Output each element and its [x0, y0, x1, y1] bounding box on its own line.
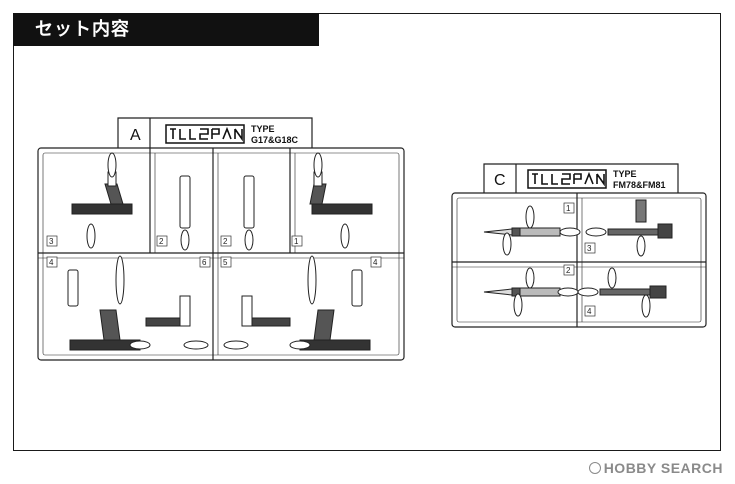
part-number-label: 3	[587, 244, 592, 253]
sprue-gate	[223, 340, 249, 350]
magazine-part	[243, 175, 255, 229]
sprue-gate	[636, 235, 646, 257]
part-number-label: 4	[49, 258, 54, 267]
sprue-gate	[107, 152, 117, 178]
hobby-search-logo-icon	[588, 462, 601, 474]
sprue-a-logo	[165, 124, 245, 144]
magazine-part	[67, 269, 79, 307]
sprue-a	[37, 117, 405, 361]
part-number-label: 1	[566, 204, 571, 213]
part-number-label: 4	[373, 258, 378, 267]
sprue-a-letter: A	[130, 127, 141, 144]
sprue-a-parts	[67, 152, 373, 351]
sprue-c-logo	[527, 169, 607, 189]
sprue-c-frame	[451, 192, 707, 328]
sprue-gate	[183, 340, 209, 350]
part-number-label: 2	[566, 266, 571, 275]
pistol-part	[69, 295, 191, 351]
sprue-a-type-label: TYPE	[251, 124, 275, 134]
content-frame	[13, 13, 721, 451]
bayonet-part	[607, 199, 673, 239]
sprue-c-parts	[483, 199, 673, 318]
magazine-part	[351, 269, 363, 307]
sprue-gate	[180, 229, 190, 251]
sprue-a-tab	[117, 117, 313, 148]
sprue-gate	[86, 223, 96, 249]
watermark-text: HOBBY SEARCH	[603, 460, 723, 476]
bayonet-part	[599, 285, 667, 299]
sprue-c-letter: C	[494, 172, 506, 189]
part-number-label: 2	[159, 237, 164, 246]
magazine-part	[179, 175, 191, 229]
part-number-label: 5	[223, 258, 228, 267]
sprue-c-part-numbers: 1 3 2 4	[563, 202, 596, 317]
part-number-label: 1	[294, 237, 299, 246]
sprue-gate	[577, 287, 599, 297]
sprue-gate	[557, 287, 579, 297]
bayonet-part	[483, 287, 561, 297]
hobby-search-watermark: HOBBY SEARCH	[588, 460, 723, 476]
sprue-gate	[513, 293, 523, 317]
sprue-a-frame	[37, 147, 405, 361]
sprue-c	[451, 163, 707, 328]
sprue-gate	[607, 267, 617, 289]
sprue-c-type-models: FM78&FM81	[613, 180, 666, 190]
bayonet-part	[483, 227, 561, 237]
sprue-gate	[525, 205, 535, 229]
sprue-gate	[313, 152, 323, 178]
sprue-c-type-label: TYPE	[613, 169, 637, 179]
part-number-label: 3	[49, 237, 54, 246]
sprue-a-part-numbers: 3 2 2 1 4 6 5 4	[46, 235, 382, 268]
sprue-gate	[307, 255, 317, 305]
pistol-part	[309, 171, 373, 215]
sprue-gate	[129, 340, 151, 350]
sprue-a-type-models: G17&G18C	[251, 135, 299, 145]
sprue-gate	[502, 232, 512, 256]
pistol-part	[241, 295, 371, 351]
sprue-gate	[525, 267, 535, 289]
sprue-gate	[244, 229, 254, 251]
part-number-label: 4	[587, 307, 592, 316]
sprue-gate	[340, 223, 350, 249]
sprue-c-tab	[483, 163, 679, 193]
sprue-gate	[115, 255, 125, 305]
pistol-part	[71, 171, 133, 215]
sprue-gate	[641, 294, 651, 318]
page-title: セット内容	[13, 13, 319, 46]
sprue-gate	[585, 227, 607, 237]
sprue-gate	[289, 340, 311, 350]
part-number-label: 6	[202, 258, 207, 267]
part-number-label: 2	[223, 237, 228, 246]
sprue-gate	[559, 227, 581, 237]
